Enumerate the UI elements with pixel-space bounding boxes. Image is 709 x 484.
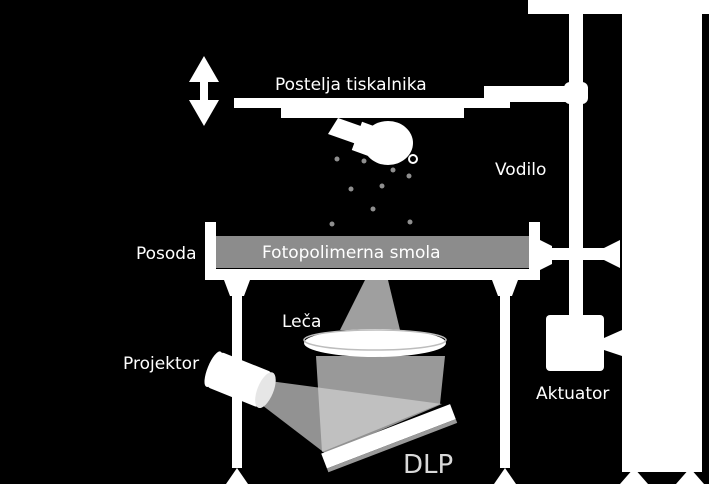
beam-projector-to-dlp	[258, 380, 442, 454]
frame-column	[622, 0, 702, 472]
dlp-chip	[321, 404, 458, 473]
vat-bracket	[540, 240, 620, 270]
label-projector: Projektor	[123, 354, 199, 374]
label-dlp: DLP	[403, 450, 453, 480]
beam-lens-to-vat	[340, 280, 400, 330]
label-actuator: Aktuator	[536, 384, 609, 404]
vat	[205, 222, 540, 280]
guide-rod	[569, 10, 583, 322]
printed-object	[328, 118, 418, 165]
lens	[304, 329, 446, 357]
frame-foot-right	[676, 468, 704, 484]
projector	[204, 351, 276, 409]
label-bed: Postelja tiskalnika	[275, 75, 427, 95]
actuator-mount	[604, 330, 622, 356]
lens-edge	[303, 329, 447, 351]
frame-foot-left	[620, 468, 648, 484]
resin-fill	[216, 236, 529, 268]
bed-plate	[281, 108, 464, 118]
label-vat: Posoda	[136, 244, 197, 264]
vat-leg-right	[492, 280, 518, 484]
label-guide: Vodilo	[495, 160, 546, 180]
resin-drops	[329, 156, 413, 227]
up-down-arrow-icon	[189, 56, 219, 126]
actuator	[546, 315, 604, 371]
label-lens: Leča	[282, 312, 321, 332]
label-resin: Fotopolimerna smola	[262, 243, 441, 263]
printer-bed	[234, 98, 510, 108]
